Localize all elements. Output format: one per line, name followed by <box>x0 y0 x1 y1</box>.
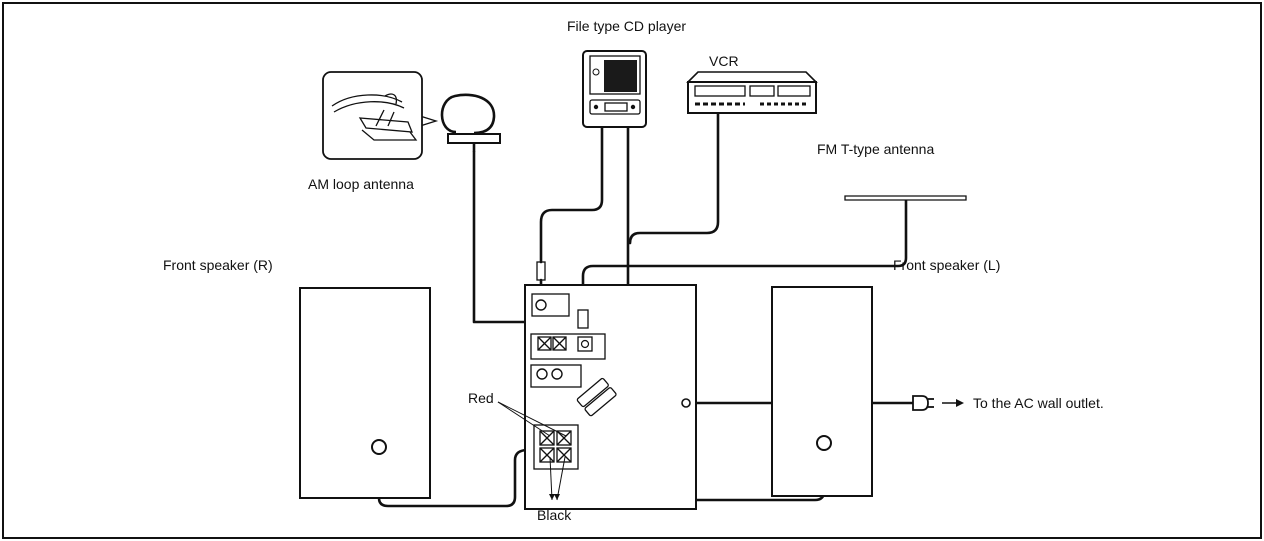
main-unit <box>524 284 697 510</box>
vcr-device <box>686 71 818 114</box>
red-indicator-lines <box>497 401 567 437</box>
cd-cable-plug <box>536 261 546 281</box>
antenna-terminal-block <box>530 333 606 360</box>
fm-antenna-device <box>844 195 967 201</box>
fm-antenna-feed <box>581 196 908 314</box>
vcr-cable <box>628 111 720 245</box>
fm-terminal <box>577 336 593 352</box>
ac-outlet-label: To the AC wall outlet. <box>973 395 1104 411</box>
am-antenna-label: AM loop antenna <box>308 176 414 192</box>
cd-player-device <box>582 50 647 128</box>
audio-input-jack-l <box>551 368 563 380</box>
black-label: Black <box>537 507 572 523</box>
speaker-r-label: Front speaker (R) <box>163 257 273 273</box>
cd-player-label: File type CD player <box>567 18 686 34</box>
ac-inlet <box>681 398 691 408</box>
cd-player-cable <box>539 122 604 264</box>
speaker-l-terminal <box>816 435 832 451</box>
front-speaker-l <box>771 286 873 497</box>
speaker-r-terminal <box>371 439 387 455</box>
am-antenna-inset <box>322 71 439 160</box>
black-indicator-lines <box>549 456 566 501</box>
fm-terminal-jack <box>580 339 590 349</box>
speaker-r-wire <box>377 448 549 508</box>
front-speaker-r <box>299 287 431 499</box>
arrow-right-icon <box>942 399 964 407</box>
ac-plug-icon <box>912 395 934 411</box>
audio-input-jack-r <box>536 368 548 380</box>
rca-plugs <box>576 377 617 417</box>
fm-connector-plug <box>577 309 589 329</box>
speaker-l-label: Front speaker (L) <box>893 257 1000 273</box>
am-terminals <box>537 336 567 351</box>
am-loop-antenna-device <box>440 93 501 152</box>
red-label: Red <box>468 390 494 406</box>
fm-antenna-label: FM T-type antenna <box>817 141 934 157</box>
vcr-label: VCR <box>709 53 739 69</box>
cd-input-jack <box>535 299 547 311</box>
